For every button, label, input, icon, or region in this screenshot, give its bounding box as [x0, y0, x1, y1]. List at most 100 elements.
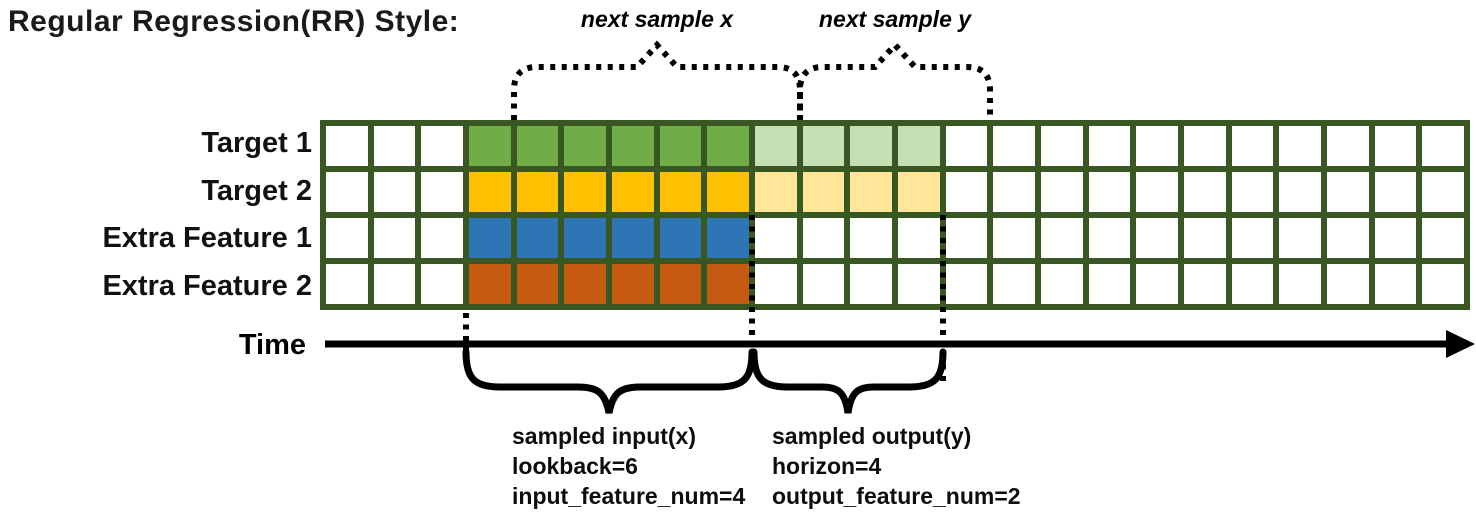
lookback-line: lookback=6: [512, 453, 638, 479]
diagram-title: Regular Regression(RR) Style:: [8, 5, 460, 38]
grid-cell: [1327, 126, 1369, 166]
grid-cell: [1231, 264, 1274, 304]
grid-cell: [802, 126, 845, 166]
grid-cell: [707, 264, 749, 304]
input-feature-num-line: input_feature_num=4: [512, 483, 746, 509]
grid-cell: [1422, 264, 1464, 304]
grid-cell: [1374, 172, 1417, 212]
grid-cell: [850, 218, 892, 258]
grid-cell: [945, 126, 988, 166]
grid-cell: [1041, 172, 1083, 212]
grid-cell: [516, 172, 559, 212]
grid-cell: [945, 218, 988, 258]
grid-cell: [326, 172, 368, 212]
grid-cell: [898, 172, 940, 212]
grid-cell: [993, 264, 1035, 304]
grid-cell: [945, 264, 988, 304]
grid-cell: [1184, 126, 1226, 166]
grid-cell: [1374, 218, 1417, 258]
grid-cell: [755, 172, 797, 212]
grid-cell: [1041, 264, 1083, 304]
grid-cell: [612, 218, 654, 258]
grid-cell: [1136, 264, 1178, 304]
next-sample-y-label: next sample y: [818, 6, 972, 32]
grid-cell: [1422, 126, 1464, 166]
grid-cell: [516, 218, 559, 258]
output-feature-num-line: output_feature_num=2: [772, 483, 1021, 509]
grid-cell: [1279, 126, 1321, 166]
grid-cell: [1136, 126, 1178, 166]
grid-cell: [564, 264, 606, 304]
grid-cell: [1041, 218, 1083, 258]
grid-cell: [1327, 264, 1369, 304]
grid-cell: [421, 264, 463, 304]
horizon-line: horizon=4: [772, 453, 882, 479]
grid-cell: [707, 172, 749, 212]
grid-cell: [612, 264, 654, 304]
row-label-target-2: Target 2: [201, 174, 312, 207]
grid-cell: [993, 218, 1035, 258]
grid-cell: [1231, 126, 1274, 166]
next-sample-x-label: next sample x: [580, 6, 734, 32]
grid-cell: [1327, 218, 1369, 258]
grid-cell: [1279, 218, 1321, 258]
row-label-extra-feature-1: Extra Feature 1: [102, 222, 312, 254]
grid-cell: [516, 126, 559, 166]
grid-cell: [373, 218, 416, 258]
grid-cell: [612, 126, 654, 166]
grid-cell: [659, 126, 702, 166]
grid-cell: [993, 172, 1035, 212]
grid-cell: [564, 172, 606, 212]
sampled-output-line: sampled output(y): [772, 423, 972, 449]
grid-cell: [469, 218, 511, 258]
grid-cell: [1422, 172, 1464, 212]
grid-cell: [1041, 126, 1083, 166]
grid-cell: [755, 218, 797, 258]
grid-cell: [1279, 264, 1321, 304]
next-sample-y-brace: [797, 40, 993, 120]
grid-cell: [898, 126, 940, 166]
grid-cell: [1088, 264, 1131, 304]
grid-cell: [802, 172, 845, 212]
grid-cell: [1184, 264, 1226, 304]
grid-cell: [326, 126, 368, 166]
grid-cell: [659, 264, 702, 304]
grid-cell: [373, 126, 416, 166]
grid-cell: [326, 264, 368, 304]
time-arrow-head: [1446, 330, 1475, 358]
grid-cell: [1184, 172, 1226, 212]
sampled-output-brace: [750, 348, 947, 414]
grid-cell: [326, 218, 368, 258]
next-sample-x-brace: [511, 40, 803, 120]
grid-cell: [659, 172, 702, 212]
grid-cell: [1088, 218, 1131, 258]
grid-cell: [612, 172, 654, 212]
grid-cell: [469, 172, 511, 212]
grid-cell: [421, 126, 463, 166]
grid-cell: [1184, 218, 1226, 258]
grid-cell: [1374, 126, 1417, 166]
grid-cell: [707, 126, 749, 166]
grid-cell: [1327, 172, 1369, 212]
grid-cell: [802, 218, 845, 258]
grid-cell: [421, 172, 463, 212]
grid-cell: [755, 264, 797, 304]
grid-cell: [564, 126, 606, 166]
grid-cell: [898, 264, 940, 304]
grid-cell: [898, 218, 940, 258]
grid-cell: [850, 264, 892, 304]
row-label-extra-feature-2: Extra Feature 2: [102, 269, 312, 302]
grid-cell: [802, 264, 845, 304]
grid-cell: [945, 172, 988, 212]
grid-cell: [1422, 218, 1464, 258]
grid-cell: [373, 172, 416, 212]
grid-cell: [421, 218, 463, 258]
grid-cell: [850, 126, 892, 166]
sampling-grid: [320, 120, 1470, 310]
grid-cell: [1088, 172, 1131, 212]
grid-cell: [1279, 172, 1321, 212]
grid-cell: [516, 264, 559, 304]
grid-cell: [469, 126, 511, 166]
grid-cell: [1088, 126, 1131, 166]
